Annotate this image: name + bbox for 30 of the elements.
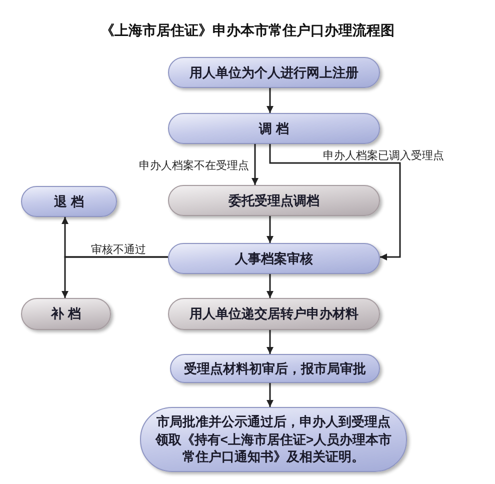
process-box bbox=[21, 186, 117, 217]
process-box bbox=[168, 113, 380, 144]
edge-label: 审核不通过 bbox=[90, 244, 147, 256]
edge-label: 申办人档案已调入受理点 bbox=[322, 150, 445, 162]
process-box bbox=[168, 298, 380, 330]
process-box bbox=[170, 354, 380, 383]
node-text: 用人单位为个人进行网上注册 bbox=[190, 64, 358, 82]
arrow bbox=[269, 144, 401, 260]
process-box bbox=[21, 298, 111, 330]
process-box bbox=[168, 243, 380, 274]
node-text: 人事档案审核 bbox=[235, 250, 313, 268]
node-text: 市局批准并公示通过后，申办人到受理点领取《持有<上海市居住证>人员办理本市常住户口通知书》及相关证明。 bbox=[154, 413, 393, 466]
node-text: 用人单位递交居转户申办材料 bbox=[190, 305, 358, 323]
arrow bbox=[62, 256, 168, 298]
process-box bbox=[168, 57, 380, 88]
arrow bbox=[252, 144, 258, 185]
title: 《上海市居住证》申办本市常住户口办理流程图 bbox=[100, 21, 396, 40]
process-box bbox=[168, 185, 380, 216]
node-text: 受理点材料初审后，报市局审批 bbox=[184, 360, 366, 378]
node-text: 补 档 bbox=[51, 305, 81, 323]
arrow bbox=[266, 88, 274, 113]
arrow bbox=[266, 216, 274, 243]
node-text: 退 档 bbox=[54, 192, 84, 210]
edge-label: 申办人档案不在受理点 bbox=[138, 160, 250, 172]
arrow bbox=[266, 330, 274, 354]
arrow bbox=[266, 274, 274, 298]
process-box bbox=[140, 407, 407, 472]
node-text: 调 档 bbox=[259, 120, 289, 138]
arrow bbox=[266, 383, 274, 407]
node-text: 委托受理点调档 bbox=[228, 192, 320, 210]
